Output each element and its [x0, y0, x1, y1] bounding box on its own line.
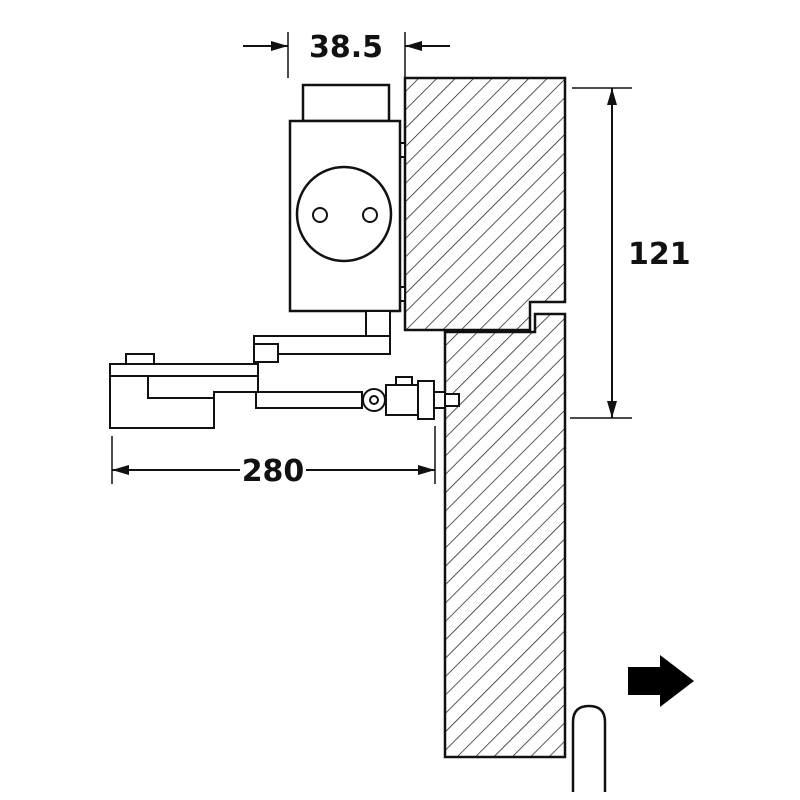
arrowhead-left-pointing: [405, 41, 422, 51]
dimension-bottom-label: 280: [242, 454, 305, 489]
open-direction-arrow-icon: [628, 655, 694, 707]
roller-bracket: [385, 384, 419, 416]
dimension-right-label: 121: [628, 237, 691, 272]
pivot-center: [369, 395, 379, 405]
arrowhead-left-pointing: [112, 465, 129, 475]
door-handle-bar: [571, 704, 607, 792]
arrowhead-right-pointing: [418, 465, 435, 475]
screw-hole-right: [362, 207, 378, 223]
dimension-top-label: 38.5: [309, 30, 383, 65]
arm-rod-assembly: [255, 376, 460, 420]
rail-top-tab: [125, 353, 155, 365]
slide-rail: [109, 353, 259, 429]
dimension-bottom: 280: [111, 426, 436, 489]
door-frame-section: [391, 76, 567, 332]
frame-cross-section: [403, 76, 567, 332]
rail-middle-plate: [147, 375, 259, 399]
roller-connector: [433, 391, 446, 409]
arrowhead-up-pointing: [607, 88, 617, 105]
arrowhead-right-pointing: [271, 41, 288, 51]
rail-hook-block: [109, 375, 215, 429]
arm-link-tab: [365, 310, 391, 337]
closer-arm: [253, 310, 391, 363]
arrowhead-down-pointing: [607, 401, 617, 418]
roller-plate: [417, 380, 435, 420]
closer-cam-circle: [295, 165, 393, 263]
arm-left-step: [253, 343, 279, 363]
arm-rod: [255, 391, 363, 409]
rail-upper-plate: [109, 363, 259, 377]
door-cross-section: [443, 312, 567, 759]
screw-hole-left: [312, 207, 328, 223]
closer-body: [288, 83, 402, 313]
roller-top-nib: [395, 376, 413, 386]
door-panel-section: [443, 312, 567, 759]
dimension-right: 121: [570, 87, 691, 419]
door-fixing-stub: [444, 393, 460, 407]
dimension-top: 38.5: [243, 30, 450, 78]
closer-top-block: [301, 83, 391, 123]
open-direction-indicator: [571, 655, 694, 792]
